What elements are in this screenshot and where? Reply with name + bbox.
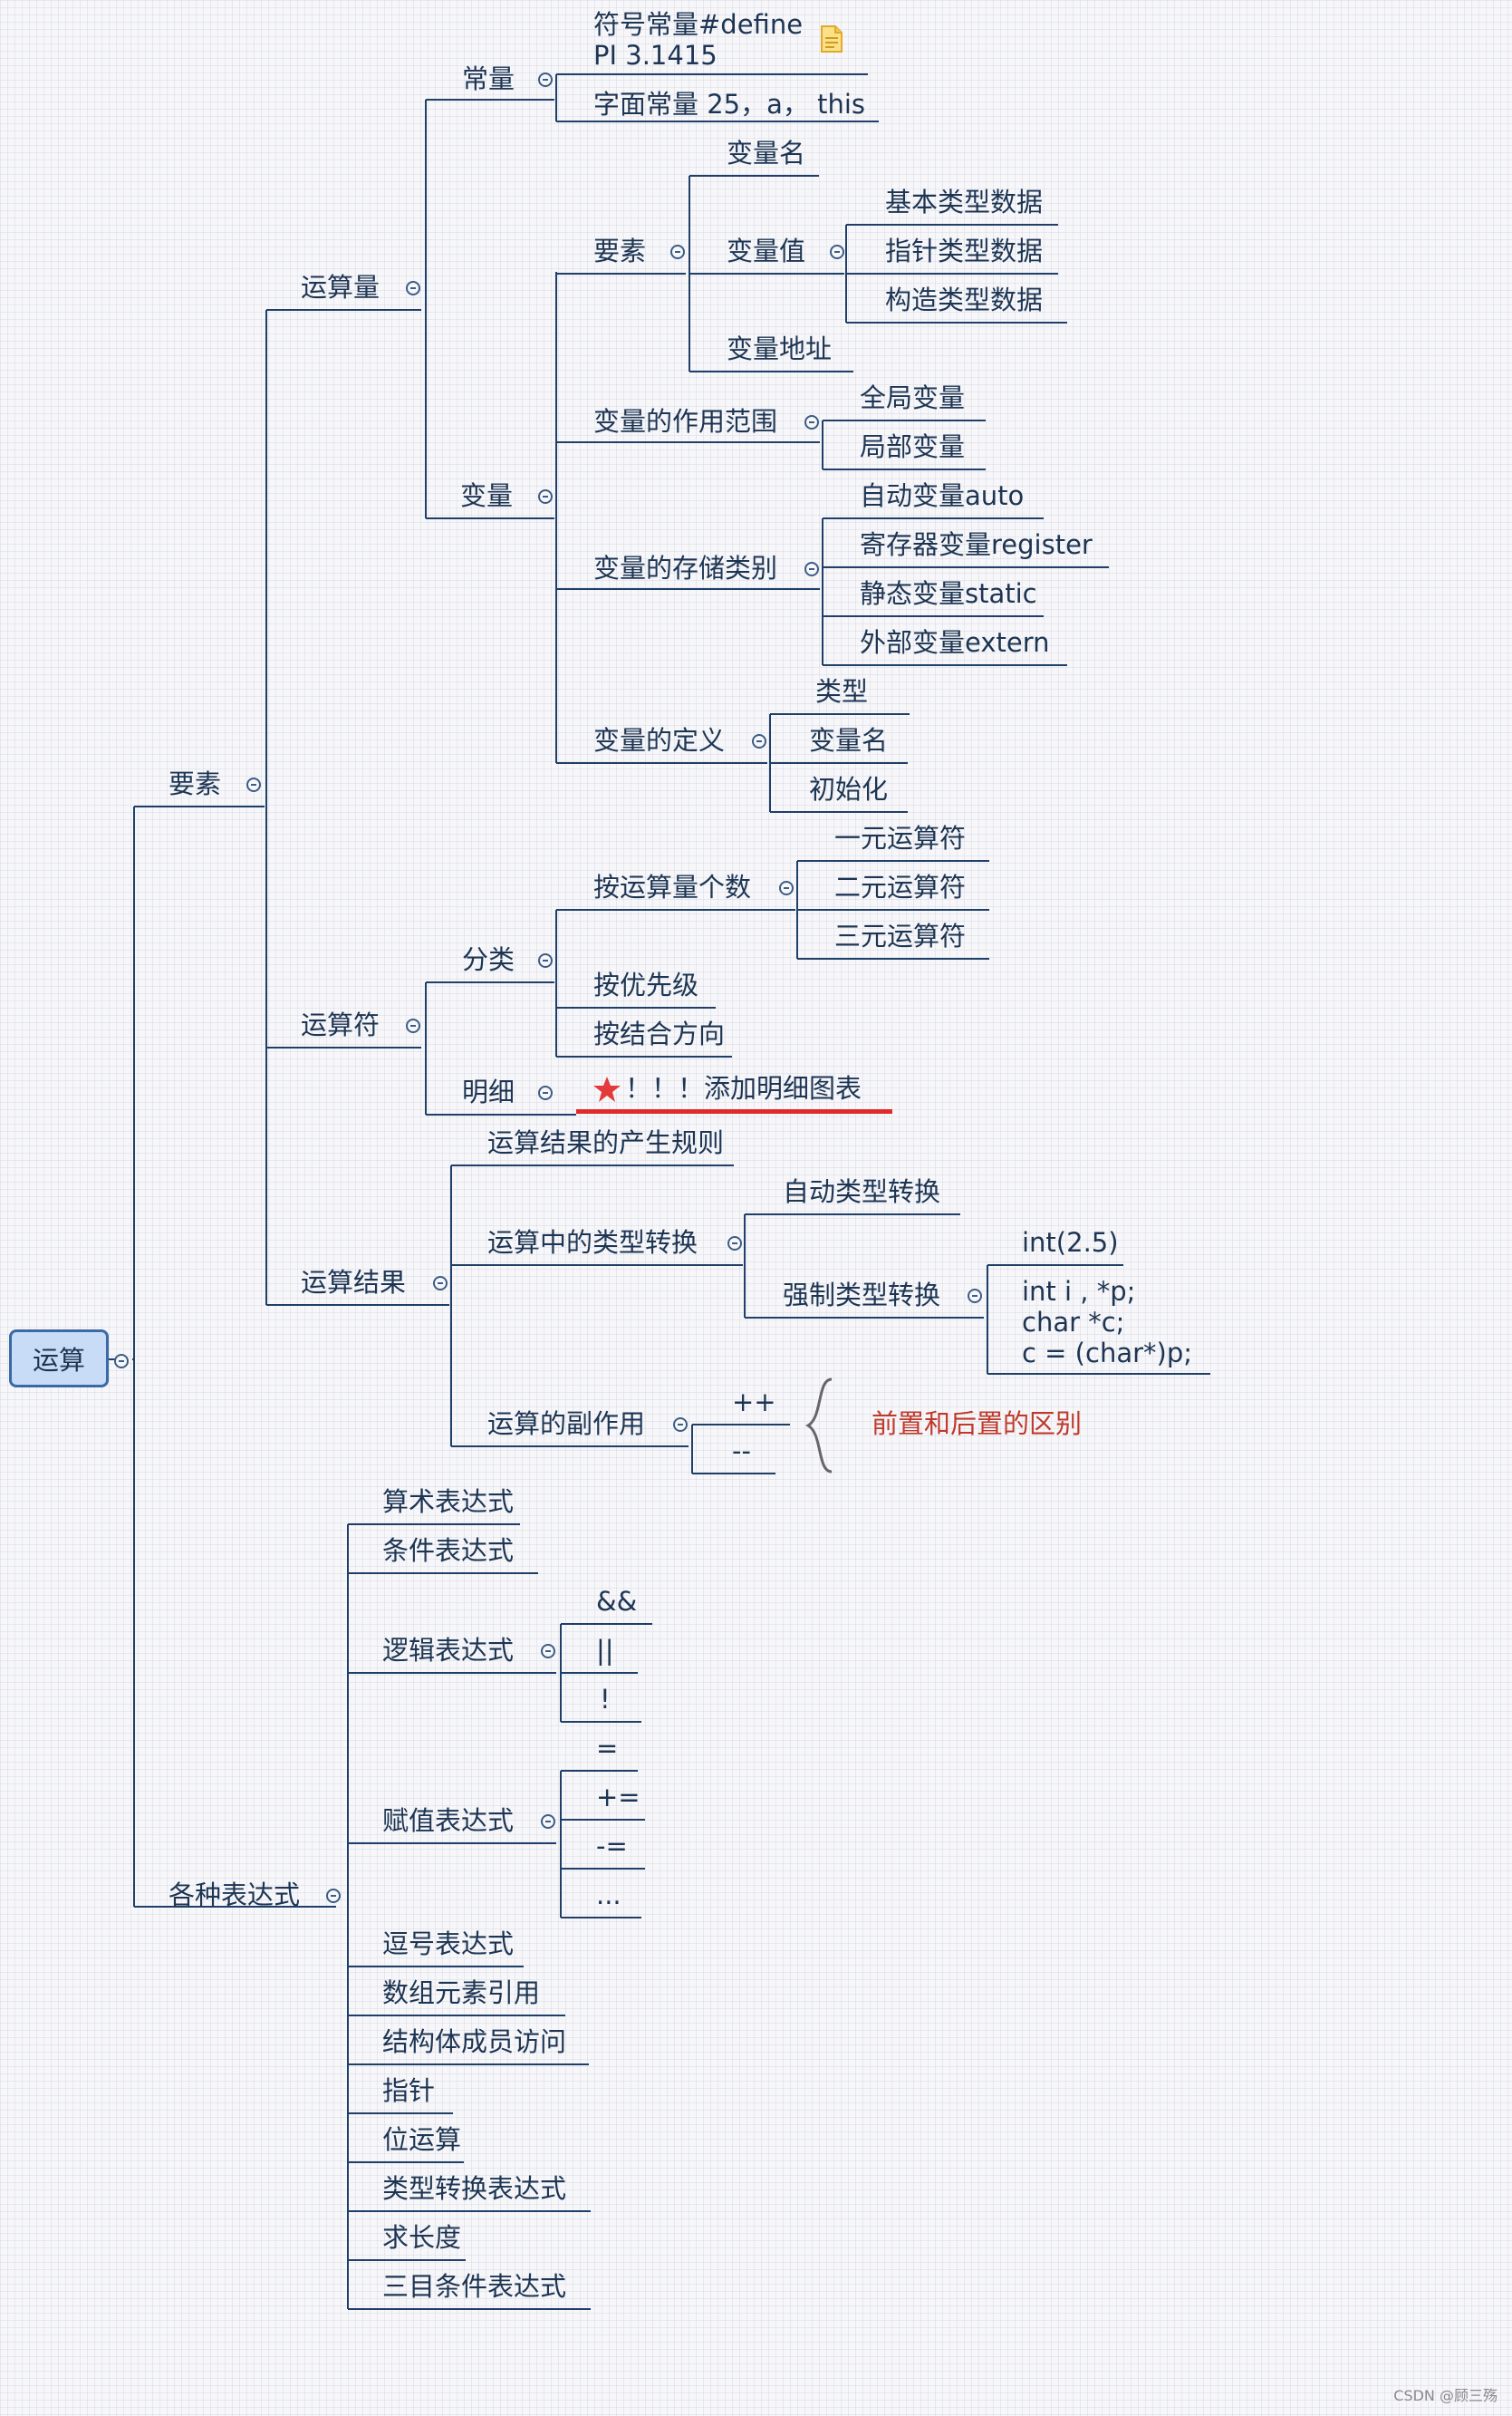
- collapse-toggle-changliang[interactable]: [538, 72, 553, 87]
- node-bitwise[interactable]: 位运算: [382, 2124, 462, 2155]
- node-assignment-expr[interactable]: 赋值表达式: [382, 1805, 515, 1836]
- node-register-variable[interactable]: 寄存器变量register: [860, 529, 1093, 560]
- node-def-type[interactable]: 类型: [815, 676, 869, 707]
- note-icon[interactable]: [820, 24, 843, 53]
- node-expressions[interactable]: 各种表达式: [169, 1880, 301, 1910]
- node-yunsuanliang[interactable]: 运算量: [301, 272, 380, 303]
- node-static-variable[interactable]: 静态变量static: [860, 578, 1037, 609]
- node-increment[interactable]: ++: [732, 1387, 776, 1417]
- node-classification[interactable]: 分类: [462, 944, 515, 975]
- node-forced-conversion[interactable]: 强制类型转换: [783, 1280, 941, 1310]
- collapse-toggle-yunsuanfu[interactable]: [406, 1019, 420, 1033]
- node-ternary-expr[interactable]: 三目条件表达式: [382, 2271, 567, 2302]
- collapse-toggle-assignment-expr[interactable]: [541, 1814, 555, 1829]
- watermark: CSDN @顾三殇: [1393, 2387, 1498, 2404]
- node-struct-type-data[interactable]: 构造类型数据: [885, 285, 1044, 315]
- node-detail[interactable]: 明细: [462, 1077, 515, 1107]
- collapse-toggle-forced-conversion[interactable]: [968, 1289, 982, 1303]
- node-storage-class[interactable]: 变量的存储类别: [593, 553, 778, 584]
- node-by-priority[interactable]: 按优先级: [593, 970, 699, 1000]
- curly-brace-icon: [804, 1377, 833, 1474]
- collapse-toggle-variable-definition[interactable]: [752, 734, 766, 749]
- node-binary-operator[interactable]: 二元运算符: [834, 872, 967, 903]
- collapse-toggle-bianliang[interactable]: [538, 489, 553, 504]
- node-variable-value[interactable]: 变量值: [727, 236, 806, 266]
- root-label: 运算: [32, 1345, 85, 1376]
- node-variable-name[interactable]: 变量名: [727, 138, 806, 169]
- node-cast-example[interactable]: int(2.5): [1022, 1227, 1119, 1258]
- node-unary-operator[interactable]: 一元运算符: [834, 823, 967, 854]
- collapse-toggle-logical-expr[interactable]: [541, 1644, 555, 1658]
- node-auto-conversion[interactable]: 自动类型转换: [783, 1176, 941, 1207]
- node-pointer[interactable]: 指针: [382, 2075, 436, 2106]
- node-variable-scope[interactable]: 变量的作用范围: [593, 406, 778, 437]
- node-cast-expr[interactable]: 类型转换表达式: [382, 2173, 567, 2204]
- collapse-toggle-detail[interactable]: [538, 1086, 553, 1100]
- node-basic-type-data[interactable]: 基本类型数据: [885, 187, 1044, 217]
- node-logical-expr[interactable]: 逻辑表达式: [382, 1635, 515, 1666]
- collapse-toggle-variable-value[interactable]: [830, 245, 844, 259]
- node-by-operand-count[interactable]: 按运算量个数: [593, 872, 752, 903]
- node-def-name[interactable]: 变量名: [809, 725, 889, 756]
- node-result[interactable]: 运算结果: [301, 1267, 407, 1298]
- node-array-ref[interactable]: 数组元素引用: [382, 1977, 541, 2008]
- node-assign-minus[interactable]: -=: [596, 1831, 628, 1861]
- node-assign-plus[interactable]: +=: [596, 1782, 640, 1812]
- red-highlight-underline: [576, 1109, 892, 1114]
- node-variable-elements[interactable]: 要素: [593, 236, 647, 266]
- node-conditional-expr[interactable]: 条件表达式: [382, 1535, 515, 1566]
- node-def-init[interactable]: 初始化: [809, 774, 889, 805]
- collapse-toggle-result[interactable]: [433, 1276, 448, 1290]
- node-cast-code-line1[interactable]: int i , *p;: [1022, 1276, 1136, 1307]
- node-local-variable[interactable]: 局部变量: [860, 431, 966, 462]
- node-auto-variable[interactable]: 自动变量auto: [860, 480, 1025, 511]
- node-decrement[interactable]: --: [732, 1435, 751, 1466]
- node-detail-note[interactable]: ！！！添加明细图表: [625, 1073, 862, 1104]
- collapse-toggle-variable-elements[interactable]: [670, 245, 685, 259]
- collapse-toggle-variable-scope[interactable]: [804, 415, 819, 430]
- node-variable-address[interactable]: 变量地址: [727, 333, 833, 364]
- collapse-toggle-by-operand-count[interactable]: [779, 881, 794, 895]
- collapse-toggle-yaosu[interactable]: [246, 778, 261, 792]
- node-comma-expr[interactable]: 逗号表达式: [382, 1928, 515, 1959]
- collapse-toggle-root[interactable]: [114, 1354, 129, 1368]
- node-symbolic-constant-line2[interactable]: PI 3.1415: [593, 40, 717, 71]
- side-effect-annotation: 前置和后置的区别: [872, 1408, 1083, 1439]
- node-logical-and[interactable]: &&: [596, 1586, 638, 1617]
- node-pointer-type-data[interactable]: 指针类型数据: [885, 236, 1044, 266]
- star-icon: [593, 1077, 621, 1102]
- root-node[interactable]: 运算: [9, 1329, 109, 1387]
- node-changliang[interactable]: 常量: [462, 63, 515, 94]
- node-variable-definition[interactable]: 变量的定义: [593, 725, 726, 756]
- node-assign-more[interactable]: ...: [596, 1880, 621, 1910]
- node-cast-code-line3[interactable]: c = (char*)p;: [1022, 1338, 1193, 1368]
- node-side-effect[interactable]: 运算的副作用: [487, 1408, 646, 1439]
- node-cast-code-line2[interactable]: char *c;: [1022, 1307, 1125, 1338]
- node-ternary-operator[interactable]: 三元运算符: [834, 921, 967, 952]
- node-global-variable[interactable]: 全局变量: [860, 382, 966, 413]
- node-bianliang[interactable]: 变量: [460, 480, 514, 511]
- collapse-toggle-side-effect[interactable]: [673, 1417, 688, 1432]
- node-yaosu[interactable]: 要素: [169, 768, 222, 799]
- collapse-toggle-type-conversion[interactable]: [727, 1236, 742, 1251]
- node-arithmetic-expr[interactable]: 算术表达式: [382, 1486, 515, 1517]
- node-by-associativity[interactable]: 按结合方向: [593, 1019, 726, 1049]
- node-sizeof[interactable]: 求长度: [382, 2222, 462, 2253]
- collapse-toggle-expressions[interactable]: [326, 1889, 341, 1903]
- node-literal-constant[interactable]: 字面常量 25，a， this: [593, 89, 866, 120]
- node-result-rules[interactable]: 运算结果的产生规则: [487, 1127, 725, 1158]
- node-yunsuanfu[interactable]: 运算符: [301, 1010, 380, 1040]
- collapse-toggle-classification[interactable]: [538, 953, 553, 968]
- node-logical-or[interactable]: ||: [596, 1635, 614, 1666]
- node-extern-variable[interactable]: 外部变量extern: [860, 627, 1050, 658]
- node-type-conversion[interactable]: 运算中的类型转换: [487, 1227, 698, 1258]
- node-logical-not[interactable]: !: [600, 1684, 611, 1715]
- node-assign-eq[interactable]: =: [596, 1733, 619, 1764]
- collapse-toggle-yunsuanliang[interactable]: [406, 281, 420, 295]
- collapse-toggle-storage-class[interactable]: [804, 562, 819, 576]
- node-struct-access[interactable]: 结构体成员访问: [382, 2026, 567, 2057]
- node-symbolic-constant-line1[interactable]: 符号常量#define: [593, 9, 804, 40]
